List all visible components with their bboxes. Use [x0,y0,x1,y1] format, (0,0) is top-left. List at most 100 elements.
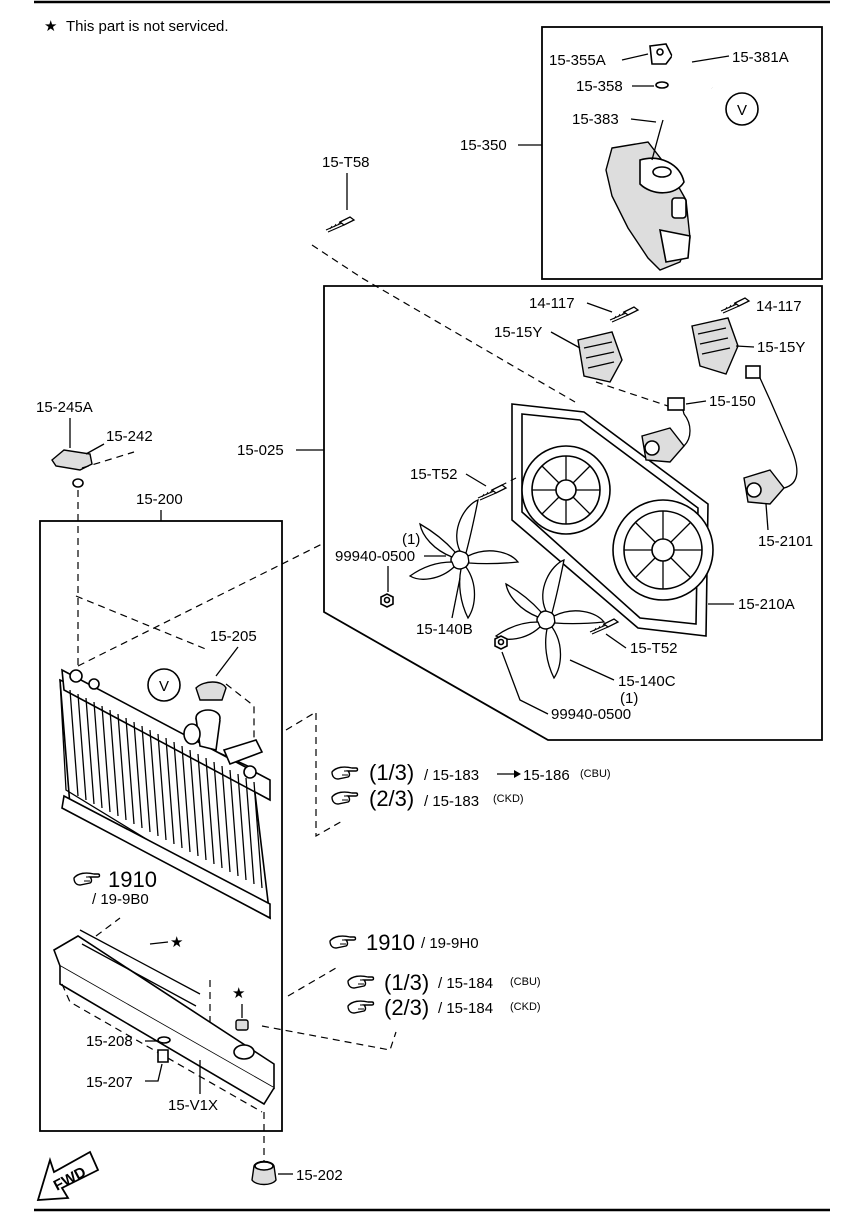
ref-suffix: (CKD) [510,1001,541,1013]
nut-99940-0500-right [494,635,508,650]
bolt-14-117-right [720,297,750,314]
note-text: This part is not serviced. [66,18,229,35]
label-15-210A: 15-210A [738,596,795,613]
ref-2-3-15-184: (2/3) / 15-184 (CKD) [347,995,541,1020]
label-15-350: 15-350 [460,137,507,154]
fan-shroud [511,403,714,637]
reservoir-cap [649,43,673,65]
ref-fraction: (2/3) [384,995,429,1020]
ref-fraction: (2/3) [369,786,414,811]
label-14-117-right: 14-117 [756,298,802,315]
reservoir-group-box [541,26,823,280]
screw-15-T52-top [477,484,507,501]
label-15-200: 15-200 [136,491,183,508]
grommet-15-242 [72,478,84,488]
ref-target: 15-186 [523,767,570,784]
v-mark-circle-bottom [147,668,181,702]
drain-cock-15-207 [157,1049,169,1063]
cap-gasket [655,81,669,89]
relay-bracket-left [577,331,623,383]
label-15-202: 15-202 [296,1167,343,1184]
ref-number: 1910 [366,930,415,955]
label-15-T52-top: 15-T52 [410,466,458,483]
ref-part: / 15-183 [424,793,479,810]
pointing-hand-icon [331,791,359,805]
ref-part: / 15-183 [424,767,479,784]
ref-2-3-15-183: (2/3) / 15-183 (CKD) [331,786,524,811]
ref-number: 1910 [108,867,157,892]
label-15-T58: 15-T58 [322,154,370,171]
nut-99940-0500-left [380,593,394,608]
label-15-383: 15-383 [572,111,619,128]
qty-label-right: (1) [620,690,638,707]
label-15-245A: 15-245A [36,399,93,416]
label-99940-0500-left: 99940-0500 [335,548,415,565]
label-15-2101: 15-2101 [758,533,813,550]
fan-motor-right [743,469,785,505]
drain-plug-15-208 [235,1019,249,1031]
ref-suffix: (CKD) [493,793,524,805]
fwd-arrow-icon: FWD [36,1150,100,1201]
ref-suffix: (CBU) [510,976,541,988]
label-14-117-left: 14-117 [529,295,575,312]
v-mark-top: V [737,102,747,119]
label-15-15Y-left: 15-15Y [494,324,542,341]
label-15-T52-bottom: 15-T52 [630,640,678,657]
pointing-hand-icon [331,766,359,780]
star-icon: ★ [232,985,245,1002]
bracket-15-245A [51,449,93,471]
ref-part: / 19-9H0 [421,935,479,952]
bolt-15-T58 [325,216,355,233]
label-15-355A: 15-355A [549,52,606,69]
radiator-mount-right [243,765,257,779]
label-15-V1X: 15-V1X [168,1097,218,1114]
qty-label-left: (1) [402,531,420,548]
overflow-hose [671,55,713,89]
label-15-208: 15-208 [86,1033,133,1050]
pointing-hand-icon [73,872,101,886]
ref-part: / 15-184 [438,1000,493,1017]
label-15-242: 15-242 [106,428,153,445]
label-15-140B: 15-140B [416,621,473,638]
pointing-hand-icon [347,975,375,989]
fan-group-box [323,285,823,741]
radiator-inlet [183,709,264,766]
ref-1910-19-9H0: 1910 / 19-9H0 [329,930,479,955]
label-15-025: 15-025 [237,442,284,459]
grommet-15-202 [251,1160,277,1186]
star-icon: ★ [44,18,57,35]
pointing-hand-icon [347,1000,375,1014]
label-15-381A: 15-381A [732,49,789,66]
ref-1-3-15-183: (1/3) / 15-183 15-186 (CBU) [331,760,611,785]
ref-part: / 15-184 [438,975,493,992]
connector-15-150-left [667,397,685,411]
ref-part: / 19-9B0 [92,891,149,908]
reservoir-tank [605,141,691,271]
relay-bracket-right [691,317,739,375]
radiator-mount-left [69,669,83,683]
radiator-cap-15-205 [195,681,227,701]
v-mark-bottom: V [159,678,169,695]
fan-motor-left [641,427,685,463]
ref-suffix: (CBU) [580,768,611,780]
connector-15-150-right [745,365,761,379]
fan-blade-15-140B [409,499,519,619]
pointing-hand-icon [329,935,357,949]
label-99940-0500-right: 99940-0500 [551,706,631,723]
label-15-207: 15-207 [86,1074,133,1091]
ref-1910-19-9B0: 1910 / 19-9B0 [73,867,157,908]
ref-fraction: (1/3) [369,760,414,785]
reservoir-hose [651,119,664,161]
o-ring-15-208 [157,1036,171,1044]
label-15-140C: 15-140C [618,673,676,690]
label-15-150: 15-150 [709,393,756,410]
label-15-15Y-right: 15-15Y [757,339,805,356]
label-15-205: 15-205 [210,628,257,645]
lower-tank-15-V1X [53,929,275,1106]
not-serviced-note: ★ This part is not serviced. [44,18,229,35]
v-mark-circle-top [725,92,759,126]
ref-1-3-15-184: (1/3) / 15-184 (CBU) [347,970,541,995]
bolt-14-117-left [609,306,639,323]
ref-fraction: (1/3) [384,970,429,995]
